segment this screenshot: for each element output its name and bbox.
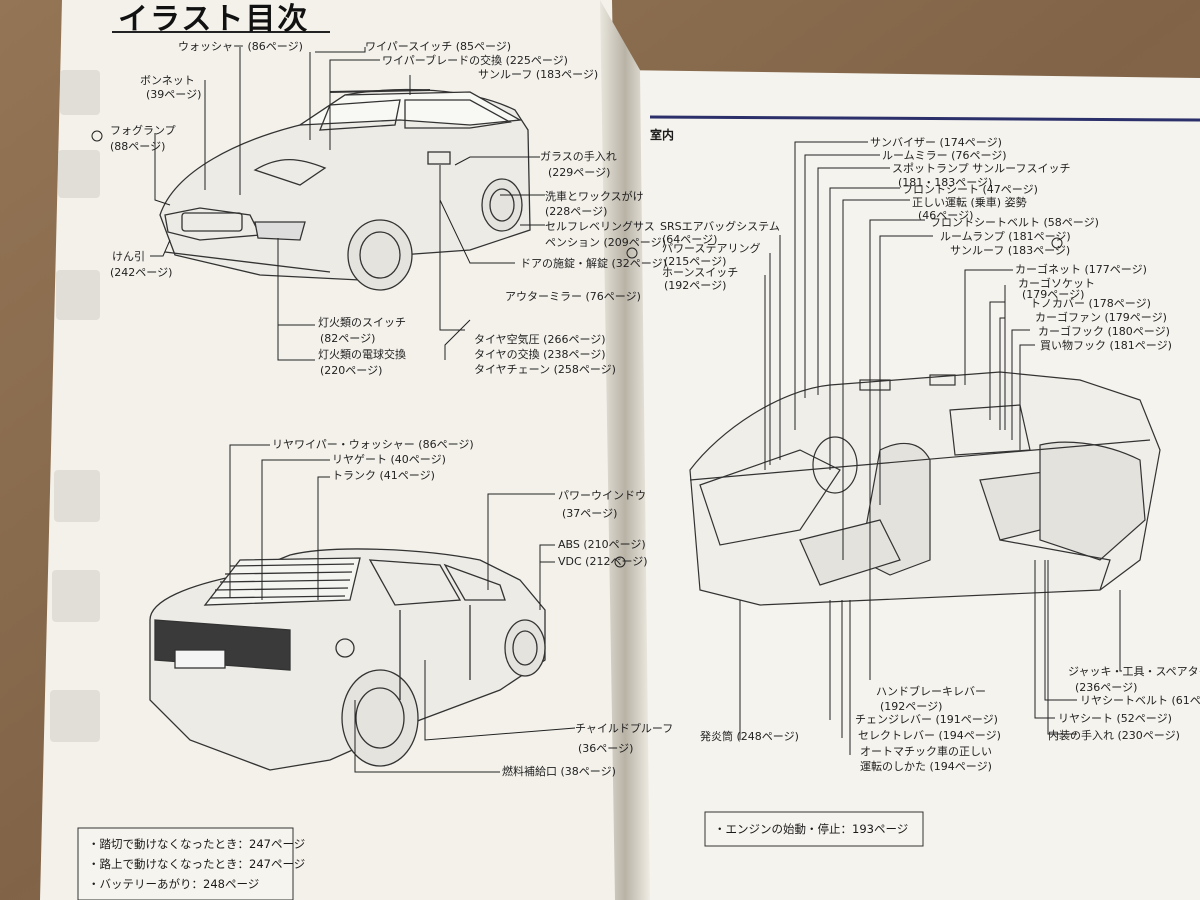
label-wash-wax: 洗車とワックスがけ xyxy=(545,190,644,203)
label-select-lever: セレクトレバー (194ページ) xyxy=(858,729,1001,742)
label-vdc: VDC (212ページ) xyxy=(558,555,648,568)
label-jack-tools: ジャッキ・工具・スペアタイ xyxy=(1068,665,1200,678)
label-light-switch-page: (82ページ) xyxy=(320,332,375,345)
label-at-driving-page: 運転のしかた (194ページ) xyxy=(860,760,992,773)
label-change-lever: チェンジレバー (191ページ) xyxy=(855,713,998,726)
label-sun-visor: サンバイザー (174ページ) xyxy=(870,136,1002,149)
label-horn-switch: ホーンスイッチ xyxy=(662,266,738,279)
label-fuel-cap: 燃料補給口 (38ページ) xyxy=(502,765,616,778)
page-title: イラスト目次 xyxy=(118,0,309,38)
label-bonnet-page: (39ページ) xyxy=(146,88,201,101)
label-horn-switch-page: (192ページ) xyxy=(664,279,726,292)
label-child-proof: チャイルドプルーフ xyxy=(575,722,673,735)
label-cargo-net: カーゴネット (177ページ) xyxy=(1015,263,1147,276)
label-jack-tools-page: (236ページ) xyxy=(1075,681,1137,694)
label-wash-wax-page: (228ページ) xyxy=(545,205,607,218)
label-fog-lamp-page: (88ページ) xyxy=(110,140,165,153)
label-room-lamp: ルームランプ (181ページ) xyxy=(940,230,1071,243)
label-tire-pressure: タイヤ空気圧 (266ページ) xyxy=(474,333,606,346)
label-door-lock: ドアの施錠・解錠 (32ページ) xyxy=(520,257,667,270)
label-self-leveling-page: ペンション (209ページ) xyxy=(545,236,666,249)
label-shopping-hook: 買い物フック (181ページ) xyxy=(1040,339,1172,352)
label-sunroof-front: サンルーフ (183ページ) xyxy=(478,68,598,81)
label-power-window: パワーウインドウ xyxy=(558,489,646,502)
label-srs-airbag: SRSエアバッグシステム xyxy=(660,220,780,233)
label-glass-care-page: (229ページ) xyxy=(548,166,610,179)
label-washer: ウォッシャー (86ページ) xyxy=(178,40,303,53)
label-spot-lamp: スポットランプ サンルーフスイッチ xyxy=(892,162,1071,175)
label-rear-seatbelt: リヤシートベルト (61ページ) xyxy=(1080,694,1200,707)
label-trunk: トランク (41ページ) xyxy=(332,469,435,482)
label-bulb-replace-page: (220ページ) xyxy=(320,364,382,377)
label-towing: けん引 xyxy=(112,250,145,263)
label-bulb-replace: 灯火類の電球交換 xyxy=(318,348,406,361)
label-abs: ABS (210ページ) xyxy=(558,538,646,551)
label-outer-mirror: アウターミラー (76ページ) xyxy=(505,290,641,303)
note-battery: ・バッテリーあがり：248ページ xyxy=(88,876,259,892)
label-light-switch: 灯火類のスイッチ xyxy=(318,316,406,329)
label-glass-care: ガラスの手入れ xyxy=(540,150,617,163)
label-bonnet: ボンネット xyxy=(140,74,195,87)
note-road-stuck: ・路上で動けなくなったとき：247ページ xyxy=(88,856,305,872)
note-railroad: ・踏切で動けなくなったとき：247ページ xyxy=(88,836,305,852)
label-fog-lamp: フォグランプ xyxy=(110,124,176,137)
label-tire-chain: タイヤチェーン (258ページ) xyxy=(474,363,616,376)
label-sunroof-interior: サンルーフ (183ページ) xyxy=(950,244,1070,257)
label-tonneau-cover: トノカバー (178ページ) xyxy=(1030,297,1151,310)
label-flare: 発炎筒 (248ページ) xyxy=(700,730,799,743)
label-wiper-switch: ワイパースイッチ (85ページ) xyxy=(365,40,511,53)
label-wiper-blade: ワイパーブレードの交換 (225ページ) xyxy=(382,54,568,67)
label-room-mirror: ルームミラー (76ページ) xyxy=(882,149,1007,162)
label-front-seat: フロントシート (47ページ) xyxy=(902,183,1038,196)
label-front-seatbelt: フロントシートベルト (58ページ) xyxy=(930,216,1099,229)
label-rear-wiper: リヤワイパー・ウォッシャー (86ページ) xyxy=(272,438,474,451)
label-rear-seat: リヤシート (52ページ) xyxy=(1058,712,1172,725)
label-rear-gate: リヤゲート (40ページ) xyxy=(332,453,446,466)
section-label-interior: 室内 xyxy=(650,126,674,143)
label-interior-care: 内装の手入れ (230ページ) xyxy=(1048,729,1180,742)
label-hand-brake-page: (192ページ) xyxy=(880,700,942,713)
label-power-steering: パワーステアリング xyxy=(662,242,760,255)
label-cargo-fan: カーゴファン (179ページ) xyxy=(1035,311,1167,324)
label-towing-page: (242ページ) xyxy=(110,266,172,279)
label-self-leveling: セルフレベリングサス xyxy=(545,220,655,233)
label-at-driving: オートマチック車の正しい xyxy=(860,745,992,758)
label-tire-change: タイヤの交換 (238ページ) xyxy=(474,348,606,361)
label-cargo-hook: カーゴフック (180ページ) xyxy=(1038,325,1170,338)
label-child-proof-page: (36ページ) xyxy=(578,742,633,755)
label-hand-brake: ハンドブレーキレバー xyxy=(876,685,986,698)
label-driving-posture: 正しい運転 (乗車) 姿勢 xyxy=(912,196,1027,209)
note-engine-start: ・エンジンの始動・停止：193ページ xyxy=(714,821,908,837)
label-power-window-page: (37ページ) xyxy=(562,507,617,520)
